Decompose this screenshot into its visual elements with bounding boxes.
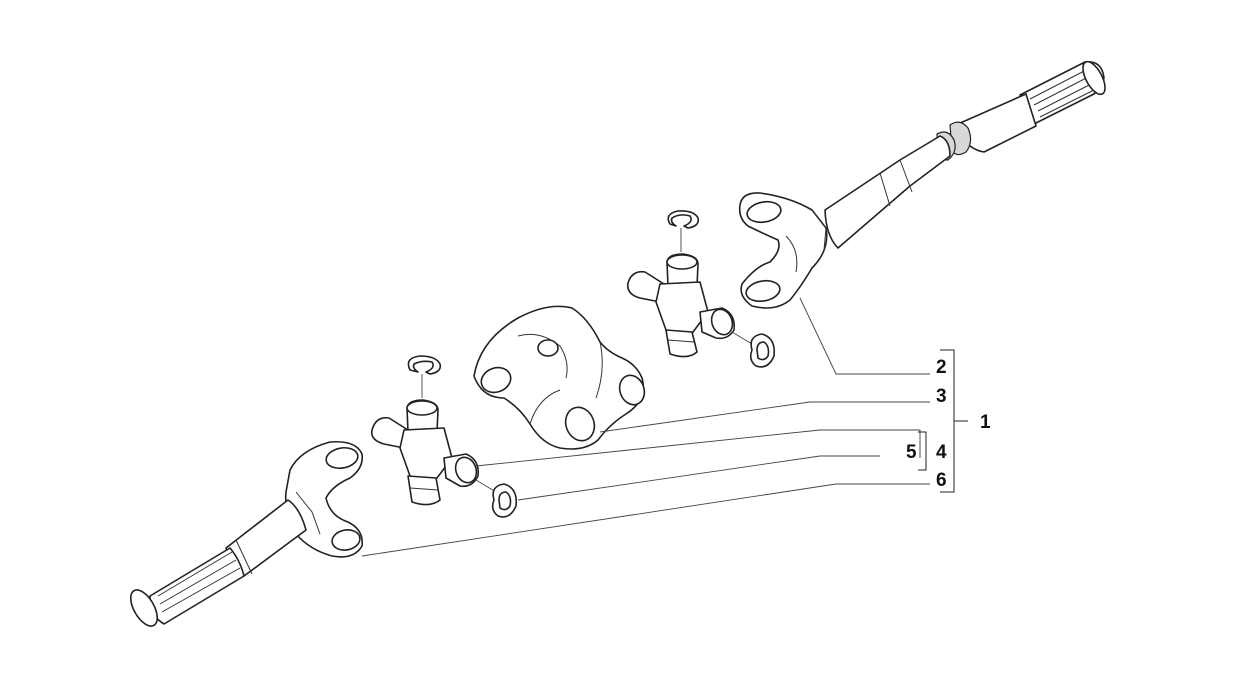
right-axle-shaft bbox=[824, 60, 1106, 249]
leader-line-3 bbox=[599, 401, 930, 433]
leader-line-5 bbox=[517, 455, 880, 501]
callout-4: 4 bbox=[936, 442, 947, 463]
callout-1: 1 bbox=[980, 412, 991, 433]
bracket-sub-4 bbox=[918, 431, 927, 471]
callout-6: 6 bbox=[936, 470, 947, 491]
snap-ring-lower-cross-top bbox=[407, 355, 442, 375]
callout-2: 2 bbox=[936, 357, 947, 378]
left-yoke bbox=[284, 440, 364, 558]
universal-joint-cross-upper bbox=[626, 253, 736, 358]
callout-3: 3 bbox=[936, 386, 947, 407]
leader-line-2 bbox=[799, 297, 930, 375]
callout-5: 5 bbox=[906, 442, 917, 463]
snap-ring-upper-cross-right bbox=[749, 333, 776, 368]
center-double-yoke bbox=[473, 305, 646, 450]
universal-joint-cross-lower bbox=[370, 399, 480, 506]
snap-ring-upper-cross-top bbox=[667, 210, 700, 229]
right-yoke bbox=[738, 192, 828, 309]
snap-ring-lower-cross-right bbox=[491, 483, 518, 518]
leader-line-4 bbox=[475, 429, 921, 467]
leader-line-6 bbox=[361, 483, 930, 557]
left-axle-shaft bbox=[129, 499, 307, 627]
